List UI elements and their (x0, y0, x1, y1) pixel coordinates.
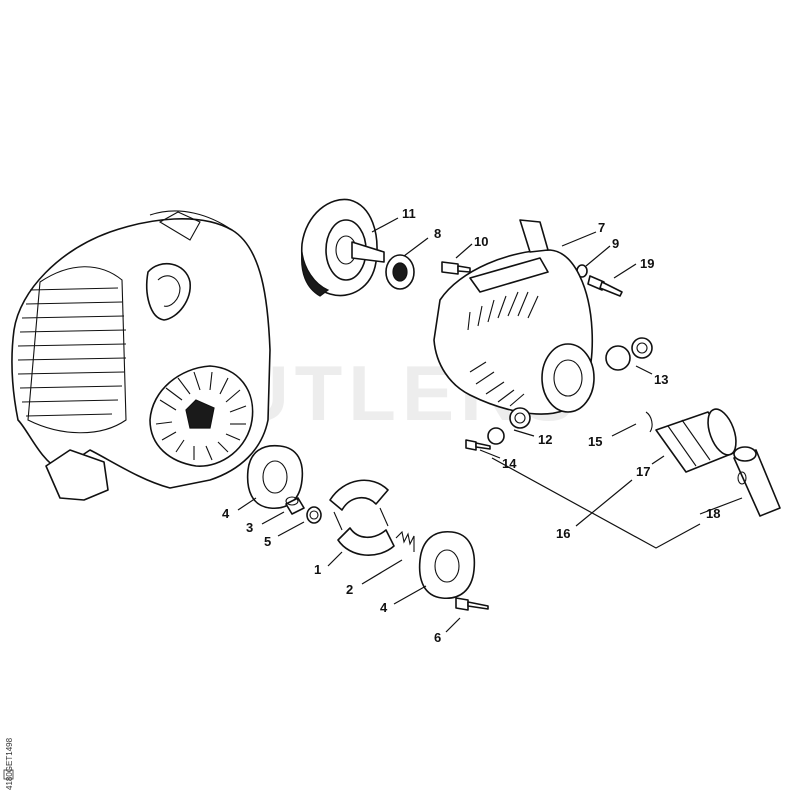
screw-19 (587, 275, 623, 297)
label-4-upper: 4 (222, 506, 230, 521)
label-2: 2 (346, 582, 353, 597)
bushing-13 (605, 337, 653, 371)
label-16: 16 (556, 526, 570, 541)
label-18: 18 (706, 506, 720, 521)
circlip-15 (645, 411, 653, 433)
label-3: 3 (246, 520, 253, 535)
washer-5 (306, 506, 322, 524)
screw-10 (441, 261, 471, 275)
label-6: 6 (434, 630, 441, 645)
spring-2 (395, 530, 415, 552)
label-1: 1 (314, 562, 321, 577)
screw-6 (455, 597, 489, 611)
housing-grille (17, 266, 127, 434)
drawing-code: 4180GET1498 (5, 737, 14, 790)
carrier-plate-lower (418, 531, 476, 599)
clutch-shoes (329, 479, 395, 556)
label-9: 9 (612, 236, 619, 251)
label-14: 14 (502, 456, 517, 471)
label-4-lower: 4 (380, 600, 388, 615)
flywheel (149, 365, 254, 467)
leader-lines (237, 217, 743, 633)
carrier-plate-upper (246, 444, 304, 509)
fan-housing (11, 210, 271, 501)
clutch-drum (300, 198, 385, 297)
sleeve-3 (285, 496, 305, 515)
sleeve-18 (733, 446, 781, 517)
bushing-12 (487, 407, 531, 445)
label-13: 13 (654, 372, 668, 387)
label-19: 19 (640, 256, 654, 271)
label-7: 7 (598, 220, 605, 235)
label-5: 5 (264, 534, 271, 549)
clutch-housing (433, 219, 595, 415)
label-12: 12 (538, 432, 552, 447)
label-10: 10 (474, 234, 488, 249)
part-numbers: 11 8 10 7 9 19 13 15 12 14 17 16 18 4 3 … (222, 206, 720, 645)
bearing (385, 254, 415, 290)
screw-14 (465, 439, 491, 451)
label-15: 15 (588, 434, 602, 449)
tube-17 (655, 408, 737, 473)
label-11: 11 (402, 206, 416, 221)
label-8: 8 (434, 226, 441, 241)
label-17: 17 (636, 464, 650, 479)
drawing-code-box (3, 769, 14, 780)
